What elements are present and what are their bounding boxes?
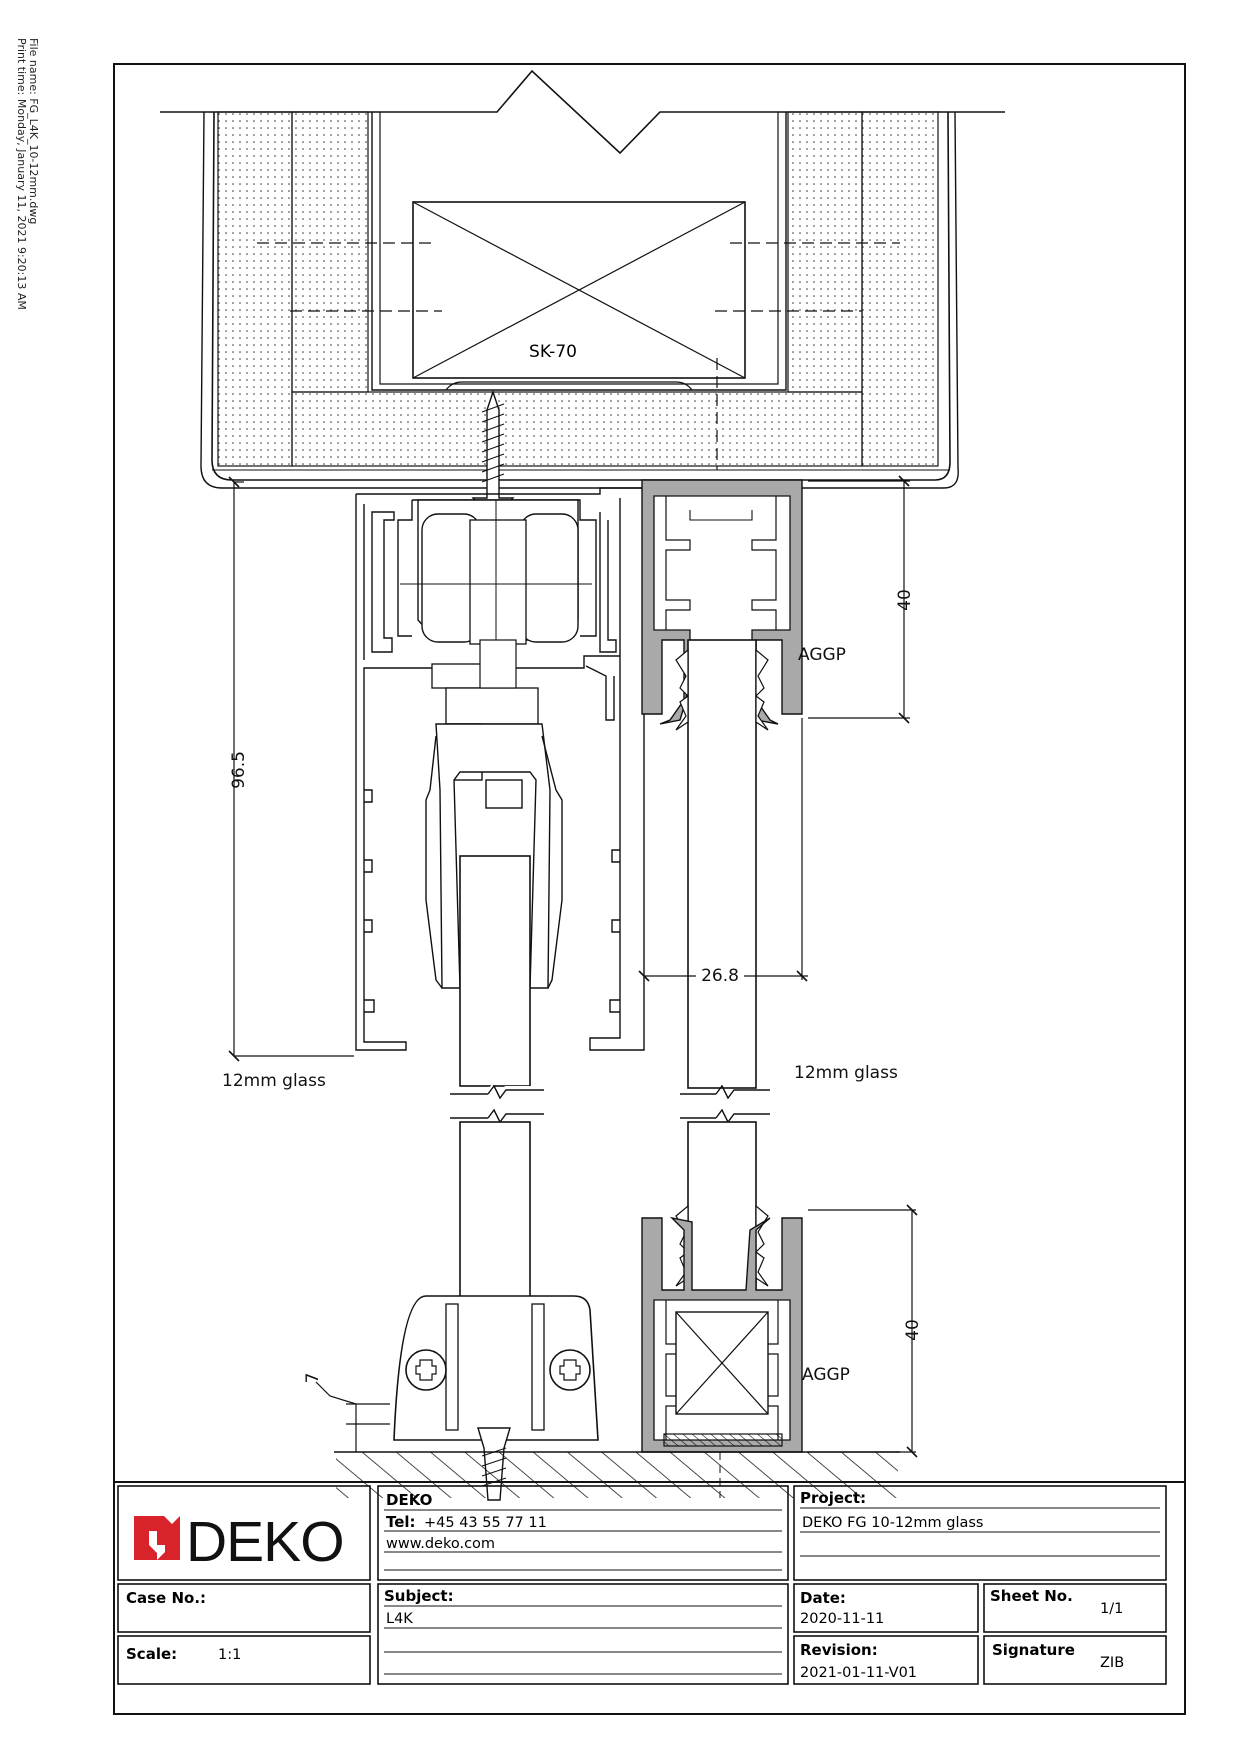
revision-cell bbox=[793, 1635, 979, 1685]
file-name-text: File name: FG_L4K_10-12mm.dwg bbox=[27, 38, 40, 224]
dim-gap: 26.8 bbox=[701, 966, 739, 986]
deko-logo-text: DEKO bbox=[186, 1510, 344, 1574]
floor-slab bbox=[334, 1451, 900, 1498]
aggp-channel-top bbox=[641, 479, 803, 725]
signature-label: Signature bbox=[992, 1641, 1075, 1659]
glass-label-left: 12mm glass bbox=[222, 1071, 326, 1091]
subject-label: Subject: bbox=[384, 1587, 454, 1605]
case-cell bbox=[117, 1583, 371, 1633]
revision-label: Revision: bbox=[800, 1641, 878, 1659]
date-value: 2020-11-11 bbox=[800, 1611, 884, 1627]
insulation-right-inner bbox=[787, 111, 863, 393]
sheet-label: Sheet No. bbox=[990, 1587, 1073, 1605]
aggp-label-bottom: AGGP bbox=[802, 1365, 850, 1385]
project-cell bbox=[793, 1485, 1167, 1581]
sheet-value: 1/1 bbox=[1100, 1601, 1123, 1617]
project-label: Project: bbox=[800, 1489, 866, 1507]
scale-label: Scale: bbox=[126, 1645, 177, 1663]
fastener-centerlines bbox=[257, 242, 900, 470]
date-cell bbox=[793, 1583, 979, 1633]
dimension-ticks bbox=[228, 475, 918, 1458]
track-profile-left bbox=[355, 487, 645, 1051]
roller-carriage bbox=[400, 499, 592, 725]
sk70-beam: SK-70 bbox=[412, 201, 746, 379]
dimension-labels: 40 96.5 26.8 40 7 AGGP AGGP 12mm glass 1… bbox=[222, 589, 923, 1385]
case-label: Case No.: bbox=[126, 1589, 206, 1607]
insulation-left-outer bbox=[217, 111, 293, 467]
hanger-clamp bbox=[425, 723, 563, 989]
dimension-lines bbox=[233, 480, 916, 1453]
insulation-right-outer bbox=[861, 111, 939, 467]
print-time-text: Print time: Monday, January 11, 2021 9:2… bbox=[15, 38, 28, 310]
ceiling-section bbox=[200, 111, 959, 489]
company-name: DEKO bbox=[386, 1491, 432, 1509]
sk70-label: SK-70 bbox=[529, 342, 577, 362]
roller-wheel-right bbox=[519, 513, 579, 643]
signature-value: ZIB bbox=[1100, 1655, 1124, 1671]
dim-floor: 7 bbox=[303, 1373, 323, 1384]
sheet-cell bbox=[983, 1583, 1167, 1633]
deko-logo-mark bbox=[134, 1516, 180, 1560]
ceiling-break-line bbox=[160, 69, 1005, 155]
insulation-bottom bbox=[291, 391, 863, 467]
sheet-frame bbox=[113, 63, 1186, 1715]
subject-value: L4K bbox=[386, 1611, 413, 1627]
print-info: Print time: Monday, January 11, 2021 9:2… bbox=[6, 38, 46, 358]
tel-value: +45 43 55 77 11 bbox=[424, 1515, 547, 1531]
glass-right bbox=[675, 639, 770, 1303]
website: www.deko.com bbox=[386, 1536, 495, 1552]
scale-value: 1:1 bbox=[218, 1647, 241, 1663]
glass-label-right: 12mm glass bbox=[794, 1063, 898, 1083]
dim-top-right: 40 bbox=[895, 589, 915, 611]
project-value: DEKO FG 10-12mm glass bbox=[802, 1515, 983, 1531]
tel-label: Tel: bbox=[386, 1513, 416, 1531]
adjustment-nut bbox=[445, 687, 539, 725]
aggp-channel-bottom bbox=[641, 1216, 803, 1453]
dim-left: 96.5 bbox=[229, 751, 249, 789]
dim-bottom-right: 40 bbox=[903, 1319, 923, 1341]
revision-value: 2021-01-11-V01 bbox=[800, 1665, 917, 1681]
date-label: Date: bbox=[800, 1589, 846, 1607]
signature-cell bbox=[983, 1635, 1167, 1685]
company-cell bbox=[377, 1485, 789, 1581]
insulation-left-inner bbox=[291, 111, 369, 393]
subject-cell bbox=[377, 1583, 789, 1685]
scale-cell bbox=[117, 1635, 371, 1685]
title-block: DEKO DEKO Tel: +45 43 55 77 11 www.deko.… bbox=[114, 1481, 1185, 1685]
floor-guide bbox=[393, 1295, 599, 1501]
aggp-label-top: AGGP bbox=[798, 645, 846, 665]
logo-cell bbox=[117, 1485, 371, 1581]
